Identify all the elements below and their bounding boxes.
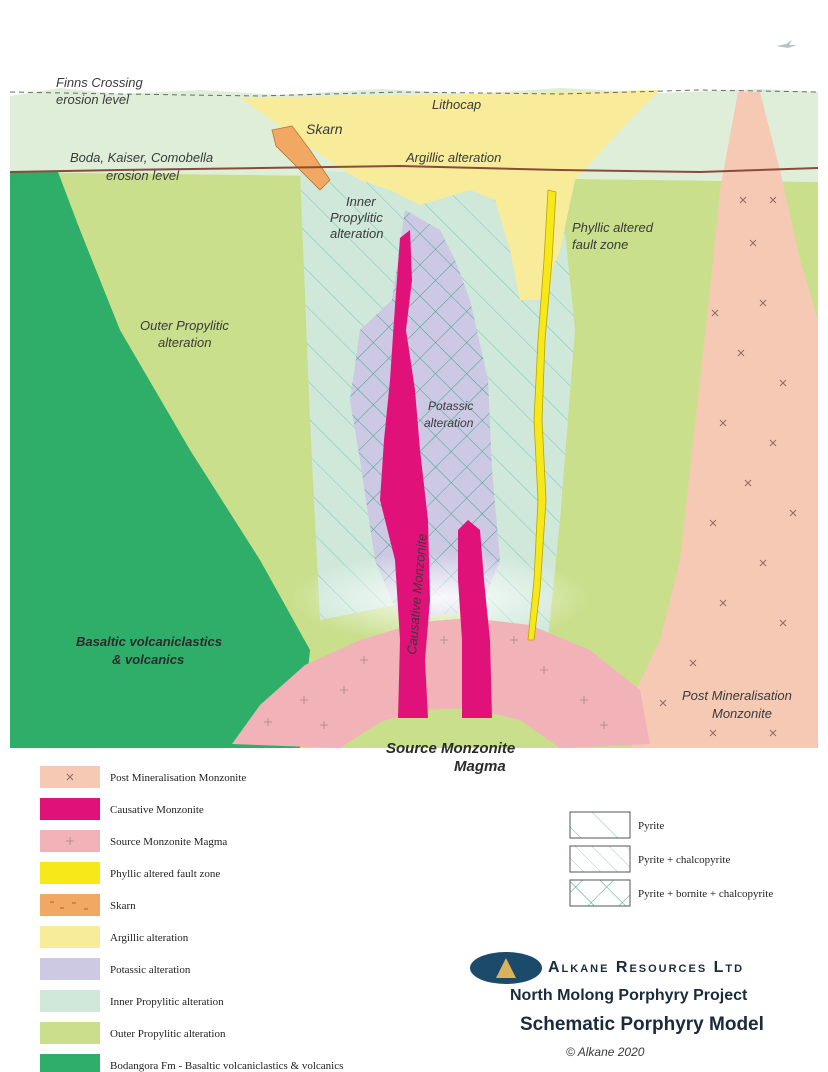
label-basaltic-2: & volcanics xyxy=(112,652,184,667)
legend-label: Argillic alteration xyxy=(110,932,189,944)
label-inner-prop-3: alteration xyxy=(330,226,383,241)
legend-label: Causative Monzonite xyxy=(110,804,204,816)
legend-swatch xyxy=(570,812,630,838)
label-potassic-1: Potassic xyxy=(428,399,473,413)
legend-swatch xyxy=(40,894,100,916)
legend-label: Pyrite xyxy=(638,820,664,832)
project-title: North Molong Porphyry Project xyxy=(510,987,748,1004)
legend-label: Pyrite + chalcopyrite xyxy=(638,854,730,866)
label-post-min-2: Monzonite xyxy=(712,706,772,721)
legend-label: Phyllic altered fault zone xyxy=(110,868,220,880)
label-source-1: Source Monzonite xyxy=(386,740,515,757)
legend-label: Pyrite + bornite + chalcopyrite xyxy=(638,888,773,900)
legend-swatch xyxy=(40,990,100,1012)
label-lithocap: Lithocap xyxy=(432,97,481,112)
label-inner-prop-1: Inner xyxy=(346,194,376,209)
model-title: Schematic Porphyry Model xyxy=(520,1014,764,1035)
legend-label: Potassic alteration xyxy=(110,964,191,976)
label-argillic: Argillic alteration xyxy=(405,150,501,165)
legend-swatch xyxy=(40,958,100,980)
company-name: Alkane Resources Ltd xyxy=(548,959,744,976)
label-inner-prop-2: Propylitic xyxy=(330,210,383,225)
legend-label: Outer Propylitic alteration xyxy=(110,1028,226,1040)
legend-label: Skarn xyxy=(110,900,136,912)
copyright: © Alkane 2020 xyxy=(566,1045,645,1059)
legend-label: Inner Propylitic alteration xyxy=(110,996,224,1008)
legend-swatch xyxy=(570,880,630,906)
label-phyllic-2: fault zone xyxy=(572,237,628,252)
legend-label: Post Mineralisation Monzonite xyxy=(110,772,246,784)
legend-swatch xyxy=(40,862,100,884)
label-boda-1: Boda, Kaiser, Comobella xyxy=(70,150,213,165)
legend-swatch xyxy=(570,846,630,872)
legend-swatch xyxy=(40,798,100,820)
label-outer-prop-1: Outer Propylitic xyxy=(140,318,229,333)
label-finns-crossing-1: Finns Crossing xyxy=(56,75,143,90)
label-finns-crossing-2: erosion level xyxy=(56,92,130,107)
alkane-logo xyxy=(470,952,542,984)
legend-swatch xyxy=(40,1022,100,1044)
legend-label: Source Monzonite Magma xyxy=(110,836,227,848)
label-source-2: Magma xyxy=(454,758,506,775)
label-post-min-1: Post Mineralisation xyxy=(682,688,792,703)
label-potassic-2: alteration xyxy=(424,416,474,430)
legend-label: Bodangora Fm - Basaltic volcaniclastics … xyxy=(110,1060,343,1072)
label-skarn: Skarn xyxy=(306,121,343,137)
label-phyllic-1: Phyllic altered xyxy=(572,220,654,235)
label-basaltic-1: Basaltic volcaniclastics xyxy=(76,634,222,649)
legend-swatch xyxy=(40,926,100,948)
label-boda-2: erosion level xyxy=(106,168,180,183)
label-outer-prop-2: alteration xyxy=(158,335,211,350)
legend-swatch xyxy=(40,1054,100,1072)
